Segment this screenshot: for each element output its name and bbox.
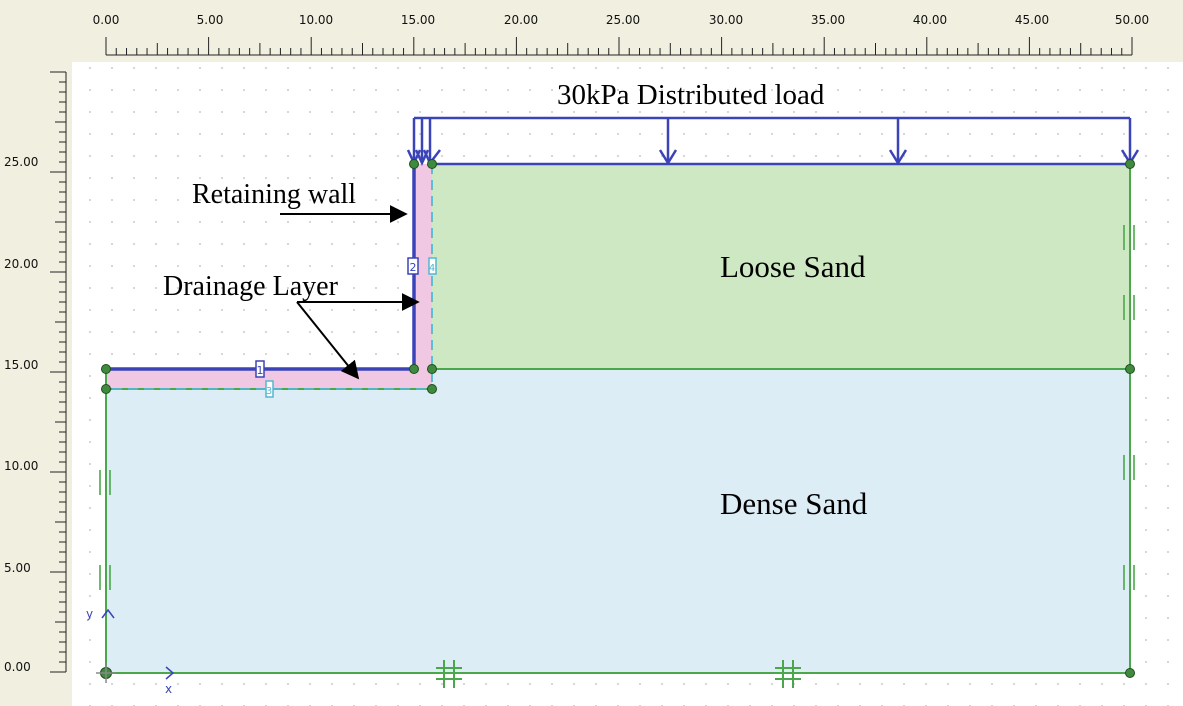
drainage-layer-annotation: Drainage Layer [163, 271, 339, 302]
x-axis-label: x [165, 682, 172, 696]
horizontal-ruler-ticks [105, 37, 1133, 56]
y-tick-label: 0.00 [4, 660, 31, 674]
y-tick-label: 10.00 [4, 459, 38, 473]
axis-arrow-icon [96, 608, 175, 683]
x-tick-label: 0.00 [93, 13, 120, 27]
plate-marker: 1 [257, 364, 264, 377]
x-tick-label: 5.00 [197, 13, 224, 27]
dense-sand-label: Dense Sand [720, 486, 868, 521]
dense-sand-cluster[interactable] [106, 369, 1130, 673]
fixity-hash-icon [436, 660, 801, 688]
horizontal-ruler-labels: 0.00 5.00 10.00 15.00 20.00 25.00 30.00 … [93, 13, 1150, 27]
x-tick-label: 20.00 [504, 13, 538, 27]
load-annotation: 30kPa Distributed load [557, 79, 825, 111]
x-tick-label: 40.00 [913, 13, 947, 27]
fixity-marks [99, 225, 1135, 590]
vertical-ruler-ticks [50, 71, 67, 673]
interface-marker: 3 [266, 386, 272, 397]
x-tick-label: 35.00 [811, 13, 845, 27]
x-tick-label: 50.00 [1115, 13, 1149, 27]
y-tick-label: 25.00 [4, 155, 38, 169]
x-tick-label: 25.00 [606, 13, 640, 27]
y-tick-label: 15.00 [4, 358, 38, 372]
x-tick-label: 45.00 [1015, 13, 1049, 27]
retaining-wall-annotation: Retaining wall [192, 179, 356, 210]
x-tick-label: 15.00 [401, 13, 435, 27]
element-markers: 1 2 4 3 [255, 257, 437, 398]
x-tick-label: 30.00 [709, 13, 743, 27]
loose-sand-label: Loose Sand [720, 249, 866, 284]
x-tick-label: 10.00 [299, 13, 333, 27]
loose-sand-cluster[interactable] [432, 164, 1130, 369]
distributed-load[interactable] [406, 116, 1140, 166]
horizontal-ruler [0, 0, 1183, 62]
vertical-ruler-labels: 25.00 20.00 15.00 10.00 5.00 0.00 [4, 155, 38, 674]
plate-marker: 2 [410, 261, 417, 274]
interface-marker: 4 [429, 263, 435, 274]
vertical-ruler [0, 62, 72, 706]
annotation-arrows [280, 205, 420, 380]
y-tick-label: 5.00 [4, 561, 31, 575]
y-tick-label: 20.00 [4, 257, 38, 271]
y-axis-label: y [86, 607, 93, 621]
